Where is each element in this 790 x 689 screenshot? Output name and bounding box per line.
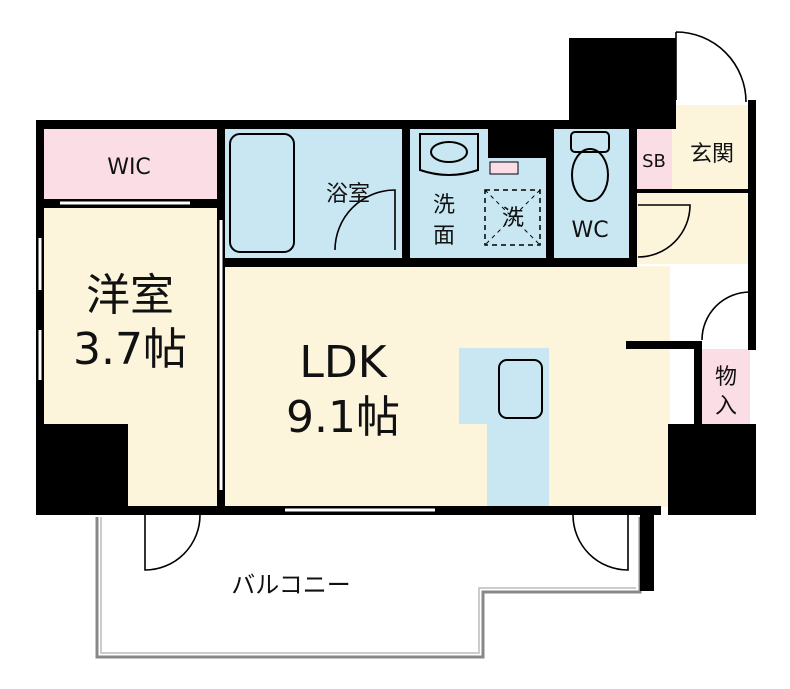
- label-washroom-2: 面: [433, 224, 455, 249]
- balcony: [95, 517, 642, 659]
- label-sb: SB: [642, 151, 666, 172]
- tap-box: [489, 161, 519, 175]
- label-ldk-name: LDK: [299, 337, 387, 388]
- cooktop: [498, 359, 543, 419]
- label-bath: 浴室: [326, 182, 370, 207]
- balcony-outline-inner: [100, 517, 636, 654]
- wall-wash-right: [546, 120, 554, 266]
- door-balcony-right: [572, 514, 629, 571]
- washer-diag-2: [484, 189, 541, 246]
- door-balcony-left: [144, 514, 201, 571]
- label-western-room-name: 洋室: [86, 270, 174, 321]
- toilet-bowl: [571, 148, 609, 202]
- wall-wet-bottom: [217, 258, 637, 267]
- label-balcony: バルコニー: [231, 571, 351, 599]
- wall-left: [36, 120, 44, 515]
- label-entrance: 玄関: [690, 142, 734, 167]
- label-storage-1: 物: [715, 365, 737, 390]
- storage-area: [702, 349, 750, 424]
- label-storage-2: 入: [715, 394, 737, 419]
- label-western-room-size: 3.7帖: [73, 324, 187, 375]
- label-ldk-size: 9.1帖: [286, 392, 400, 443]
- wall-sb-bottom: [636, 189, 752, 193]
- wall-storage-top: [626, 341, 698, 349]
- ldk-area: [225, 266, 670, 507]
- wall-shaft: [569, 38, 669, 129]
- wall-block-bottom-right: [668, 424, 756, 515]
- label-wic: WIC: [107, 155, 151, 180]
- labels: WIC 浴室 洗 面 洗 WC SB 玄関 洋室 3.7帖 LDK 9.1帖 物…: [73, 142, 737, 599]
- label-laundry: 洗: [502, 206, 524, 231]
- washbasin: [419, 133, 479, 176]
- door-hall: [637, 204, 691, 258]
- hall-area: [636, 190, 752, 264]
- wall-top: [36, 120, 638, 129]
- fixtures: [229, 131, 610, 419]
- wall-bath-right: [402, 120, 410, 266]
- entrance-area: [672, 105, 752, 190]
- basin-bowl: [430, 141, 468, 163]
- wall-pillar: [488, 128, 546, 158]
- sb-area: [636, 128, 672, 190]
- bathtub: [229, 133, 295, 253]
- washer-diag-1: [484, 189, 541, 246]
- windows: [38, 201, 435, 512]
- doors: [144, 31, 751, 571]
- wall-entrance-left: [668, 38, 676, 128]
- wall-balcony-right: [640, 515, 654, 591]
- washer-space: [484, 189, 541, 246]
- label-wc: WC: [571, 218, 608, 243]
- door-storage: [701, 291, 751, 341]
- wall-block-bottom-left: [36, 424, 128, 515]
- wic-area: [42, 128, 218, 200]
- label-washroom-1: 洗: [433, 193, 455, 218]
- door-entrance: [675, 31, 747, 103]
- wall-storage-left: [694, 341, 702, 431]
- wall-wc-right: [629, 120, 637, 266]
- toilet-tank: [570, 131, 610, 153]
- door-bath: [334, 189, 396, 251]
- kitchen-counter-lower: [487, 424, 549, 506]
- wall-right: [748, 100, 756, 350]
